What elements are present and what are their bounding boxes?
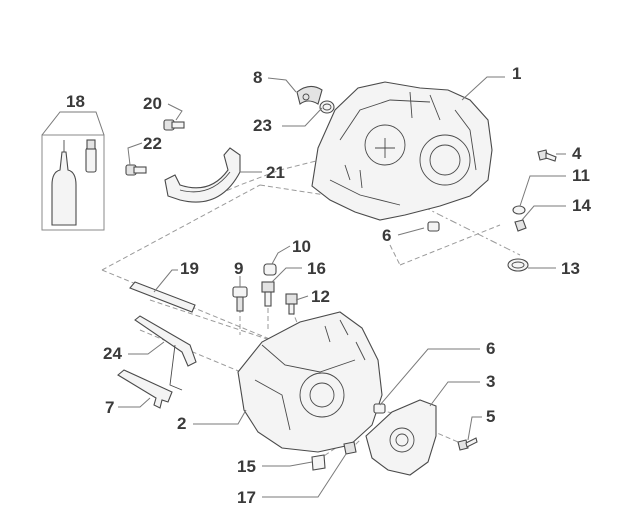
bolt-part-4: [537, 149, 557, 162]
callout-13: 13: [561, 259, 580, 278]
callout-4: 4: [572, 144, 582, 163]
gearbox-housing-part-2: [237, 311, 383, 453]
callout-15: 15: [237, 457, 256, 476]
bolt-part-20: [163, 119, 185, 131]
callout-22: 22: [143, 134, 162, 153]
cap-part-10: [263, 263, 277, 276]
sealant-kit-part-18: [41, 134, 105, 231]
plug-part-17: [343, 441, 357, 455]
cover-plate-part-3: [365, 399, 437, 476]
callout-12: 12: [311, 287, 330, 306]
callout-17: 17: [237, 488, 256, 507]
callout-9: 9: [234, 259, 243, 278]
callout-6-upper: 6: [382, 226, 391, 245]
bushing-part-6-upper: [427, 221, 440, 232]
shift-rail-part-7: [117, 369, 173, 409]
callout-labels: 1 2 3 4 5 6 6 7 8 9 10 11 12 13 14 15 16…: [66, 64, 591, 507]
cover-shield-part-21: [164, 147, 241, 203]
callout-11: 11: [572, 166, 590, 185]
callout-20: 20: [143, 94, 162, 113]
callout-leader-lines: [41, 76, 566, 498]
callout-24: 24: [103, 344, 122, 363]
bolt-part-5: [457, 437, 478, 451]
callout-6-lower: 6: [486, 339, 495, 358]
callout-8: 8: [253, 68, 262, 87]
callout-14: 14: [572, 196, 591, 215]
callout-19: 19: [180, 259, 199, 278]
fork-part-24: [134, 315, 197, 391]
seal-ring-part-13: [507, 258, 529, 272]
callout-10: 10: [292, 237, 311, 256]
bracket-part-8: [296, 85, 323, 105]
bushing-part-6-lower: [373, 403, 386, 414]
o-ring-part-23: [319, 100, 335, 114]
cap-plug-part-15: [311, 454, 326, 471]
rod-part-19: [129, 281, 196, 313]
callout-23: 23: [253, 116, 272, 135]
callout-18: 18: [66, 92, 85, 111]
sender-part-12: [285, 293, 298, 315]
callout-21: 21: [266, 163, 285, 182]
clutch-housing-part-1: [311, 81, 493, 221]
switch-part-16: [261, 281, 275, 307]
plug-part-14: [514, 219, 527, 232]
callout-1: 1: [512, 64, 521, 83]
callout-7: 7: [105, 398, 114, 417]
callout-16: 16: [307, 259, 326, 278]
callout-3: 3: [486, 372, 495, 391]
sensor-part-9: [232, 286, 248, 312]
callout-5: 5: [486, 407, 495, 426]
washer-part-11: [512, 205, 526, 215]
callout-2: 2: [177, 414, 186, 433]
bolt-part-22: [125, 164, 147, 176]
